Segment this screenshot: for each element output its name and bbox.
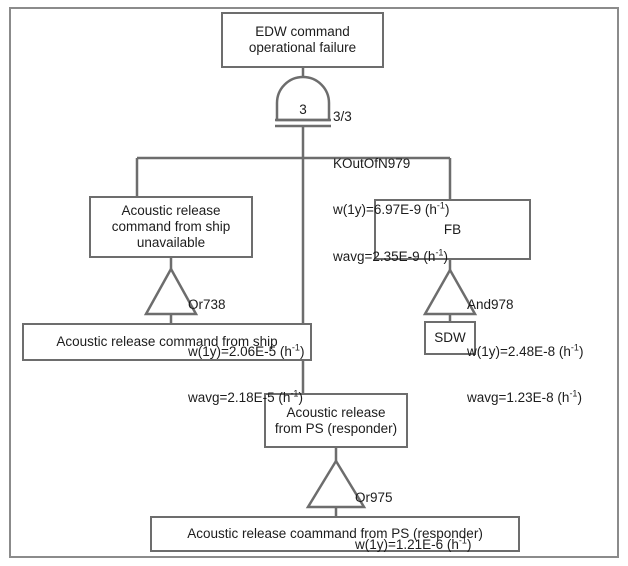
- gate-or975-name: Or975: [355, 490, 393, 505]
- node-left-intermediate[interactable]: Acoustic release command from ship unava…: [89, 196, 253, 258]
- gate-and978-wavg: wavg=1.23E-8 (h-1): [467, 388, 582, 405]
- gate-and978-label: And978 w(1y)=2.48E-8 (h-1) wavg=1.23E-8 …: [467, 266, 583, 437]
- gate-koutofn979-number: 3: [299, 102, 307, 117]
- gate-or975-label: Or975 w(1y)=1.21E-6 (h-1) wavg=1.21E-6 (…: [355, 459, 471, 566]
- gate-or975-w1y: w(1y)=1.21E-6 (h-1): [355, 535, 472, 552]
- gate-or738-w1y: w(1y)=2.06E-5 (h-1): [188, 342, 305, 359]
- node-mid-intermediate[interactable]: Acoustic release from PS (responder): [264, 393, 408, 448]
- node-left-intermediate-line1: Acoustic release: [121, 203, 221, 218]
- gate-and978-w1y: w(1y)=2.48E-8 (h-1): [467, 342, 584, 359]
- gate-or738-wavg: wavg=2.18E-5 (h-1): [188, 388, 303, 405]
- gate-koutofn979-w1y: w(1y)=6.97E-9 (h-1): [333, 200, 450, 217]
- node-mid-basic-event-label: Acoustic release coammand from PS (respo…: [187, 526, 483, 541]
- node-left-basic-event-label: Acoustic release command from ship: [56, 334, 278, 349]
- gate-koutofn979-wavg: wavg=2.35E-9 (h-1): [333, 247, 448, 264]
- node-left-intermediate-line2: command from ship: [111, 219, 231, 234]
- gate-and978-name: And978: [467, 297, 514, 312]
- node-sdw-label: SDW: [434, 330, 466, 345]
- node-left-intermediate-line3: unavailable: [136, 235, 206, 250]
- gate-koutofn979-ratio: 3/3: [333, 109, 352, 124]
- node-top-event-line1: EDW command: [255, 24, 350, 39]
- gate-koutofn979-label: 3/3 KOutOfN979 w(1y)=6.97E-9 (h-1) wavg=…: [333, 78, 449, 295]
- node-mid-intermediate-line2: from PS (responder): [274, 420, 398, 436]
- node-top-event-line2: operational failure: [248, 40, 357, 55]
- node-mid-intermediate-line1: Acoustic release: [286, 404, 386, 420]
- node-top-event[interactable]: EDW command operational failure: [221, 12, 384, 68]
- node-fb[interactable]: FB: [374, 199, 531, 260]
- node-sdw[interactable]: SDW: [424, 321, 476, 355]
- gate-or738-label: Or738 w(1y)=2.06E-5 (h-1) wavg=2.18E-5 (…: [188, 266, 304, 437]
- node-left-basic-event[interactable]: Acoustic release command from ship: [22, 323, 312, 361]
- node-fb-label: FB: [443, 221, 462, 237]
- gate-koutofn979-name: KOutOfN979: [333, 155, 411, 171]
- gate-or738-name: Or738: [188, 297, 226, 312]
- node-mid-basic-event[interactable]: Acoustic release coammand from PS (respo…: [150, 516, 520, 552]
